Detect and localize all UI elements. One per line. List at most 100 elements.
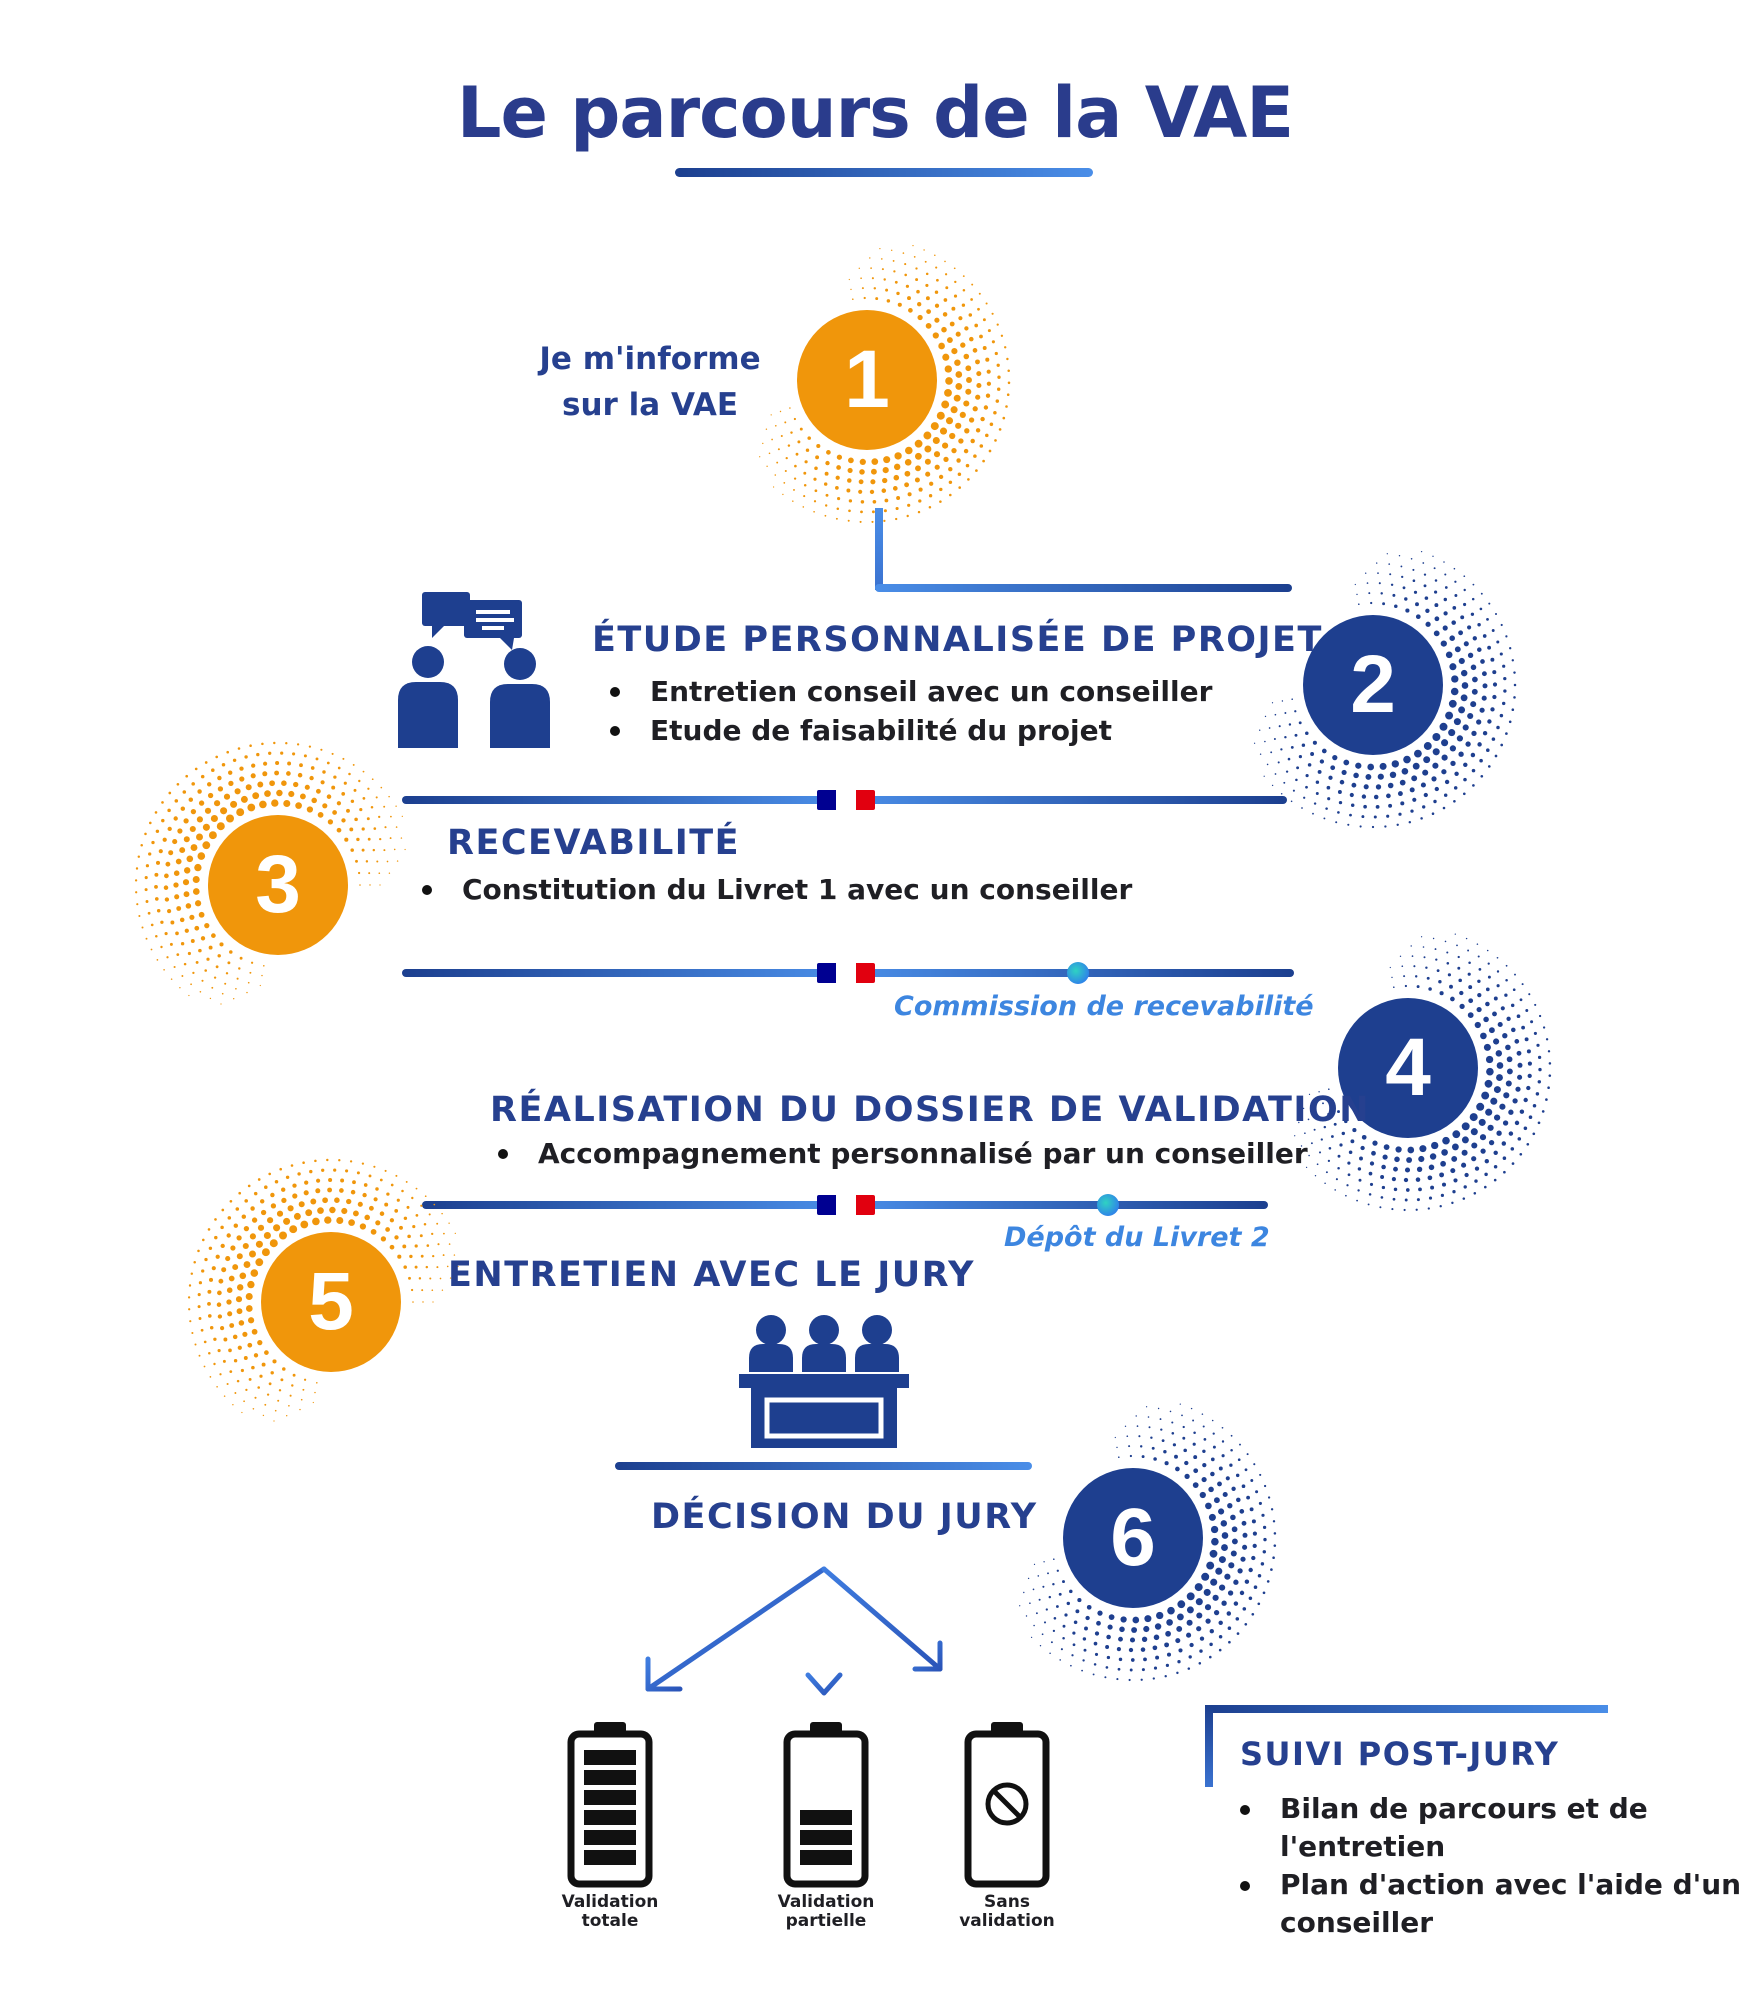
- halo-dot: [1062, 1624, 1066, 1628]
- halo-dot: [953, 394, 961, 402]
- halo-dot: [1442, 625, 1448, 631]
- halo-dot: [350, 848, 354, 852]
- halo-dot: [924, 445, 932, 453]
- halo-dot: [1535, 1092, 1540, 1096]
- halo-dot: [379, 884, 381, 886]
- halo-dot: [1327, 1112, 1330, 1116]
- halo-dot: [1260, 1562, 1265, 1566]
- halo-dot: [1545, 1098, 1548, 1101]
- halo-dot: [1514, 1039, 1520, 1044]
- halo-dot: [395, 805, 397, 807]
- halo-dot: [253, 1191, 258, 1196]
- halo-dot: [1226, 1611, 1232, 1616]
- halo-dot: [195, 960, 199, 964]
- halo-dot: [367, 787, 370, 790]
- halo-dot: [1401, 965, 1404, 968]
- halo-dot: [276, 1210, 284, 1217]
- halo-dot: [1140, 1647, 1146, 1652]
- halo-dot: [1004, 346, 1007, 349]
- halo-dot: [352, 1210, 359, 1217]
- halo-dot: [802, 506, 805, 508]
- halo-dot: [1506, 1016, 1511, 1021]
- halo-dot: [913, 256, 916, 258]
- halo-dot: [247, 1280, 255, 1289]
- halo-dot: [190, 1272, 194, 1275]
- halo-dot: [243, 1356, 248, 1360]
- halo-dot: [1482, 634, 1487, 638]
- halo-dot: [198, 1354, 201, 1357]
- halo-dot: [1401, 575, 1404, 579]
- halo-dot: [1324, 1182, 1326, 1185]
- halo-dot: [1467, 1012, 1474, 1018]
- page-title: Le parcours de la VAE: [456, 72, 1294, 154]
- halo-dot: [1229, 1463, 1233, 1467]
- halo-dot: [245, 1292, 253, 1301]
- halo-dot: [1428, 987, 1432, 991]
- halo-dot: [240, 1368, 244, 1373]
- halo-dot: [233, 998, 235, 1000]
- halo-dot: [1484, 1079, 1493, 1088]
- halo-dot: [1189, 1642, 1194, 1648]
- halo-dot: [420, 1204, 423, 1207]
- halo-dot: [236, 1235, 242, 1241]
- halo-dot: [1479, 607, 1483, 611]
- halo-dot: [211, 1266, 216, 1271]
- halo-dot: [1414, 975, 1418, 978]
- halo-dot: [201, 1269, 205, 1273]
- halo-dot: [1193, 1468, 1199, 1474]
- halo-dot: [422, 1301, 424, 1303]
- halo-dot: [1227, 1503, 1233, 1509]
- halo-dot: [825, 460, 830, 466]
- halo-dot: [228, 1275, 235, 1282]
- halo-dot: [1116, 1647, 1121, 1652]
- halo-dot: [1343, 759, 1350, 766]
- halo-dot: [1267, 1496, 1271, 1499]
- halo-dot: [893, 463, 901, 471]
- halo-dot: [813, 500, 817, 503]
- halo-dot: [420, 1254, 424, 1258]
- halo-dot: [197, 852, 206, 860]
- halo-dot: [194, 925, 200, 931]
- halo-dot: [375, 796, 378, 799]
- halo-dot: [228, 1348, 232, 1353]
- halo-dot: [1072, 1643, 1076, 1647]
- step3-bullets: Constitution du Livret 1 avec un conseil…: [421, 870, 1132, 909]
- halo-dot: [787, 444, 791, 447]
- halo-dot: [963, 448, 969, 454]
- halo-dot: [925, 323, 932, 329]
- halo-dot: [395, 1174, 398, 1177]
- halo-dot: [1367, 1203, 1370, 1206]
- halo-dot: [996, 323, 999, 326]
- halo-dot: [239, 1272, 247, 1280]
- halo-dot: [194, 863, 202, 872]
- halo-dot: [1251, 1555, 1256, 1561]
- halo-dot: [182, 879, 190, 886]
- halo-dot: [396, 860, 399, 862]
- halo-dot: [1493, 1086, 1501, 1094]
- halo-dot: [936, 278, 939, 282]
- jury-panel-icon: [739, 1315, 909, 1448]
- halo-dot: [1298, 755, 1302, 759]
- halo-dot: [342, 757, 345, 760]
- halo-dot: [230, 1245, 236, 1251]
- halo-dot: [1206, 1561, 1215, 1570]
- halo-dot: [848, 278, 850, 281]
- halo-dot: [145, 900, 149, 903]
- halo-dot: [220, 807, 228, 815]
- halo-dot: [1454, 933, 1456, 935]
- halo-dot: [214, 1235, 218, 1240]
- halo-dot: [946, 337, 953, 344]
- halo-dot: [1218, 1466, 1223, 1471]
- halo-dot: [1328, 1088, 1330, 1090]
- halo-dot: [1463, 777, 1467, 782]
- halo-dot: [164, 897, 170, 902]
- halo-dot: [260, 1209, 267, 1216]
- halo-dot: [1378, 582, 1381, 585]
- halo-dot: [1472, 676, 1478, 683]
- halo-dot: [234, 1392, 237, 1394]
- halo-dot: [217, 786, 224, 792]
- halo-dot: [918, 499, 922, 503]
- halo-dot: [1424, 596, 1429, 600]
- halo-dot: [406, 1205, 410, 1209]
- halo-dot: [300, 1220, 309, 1229]
